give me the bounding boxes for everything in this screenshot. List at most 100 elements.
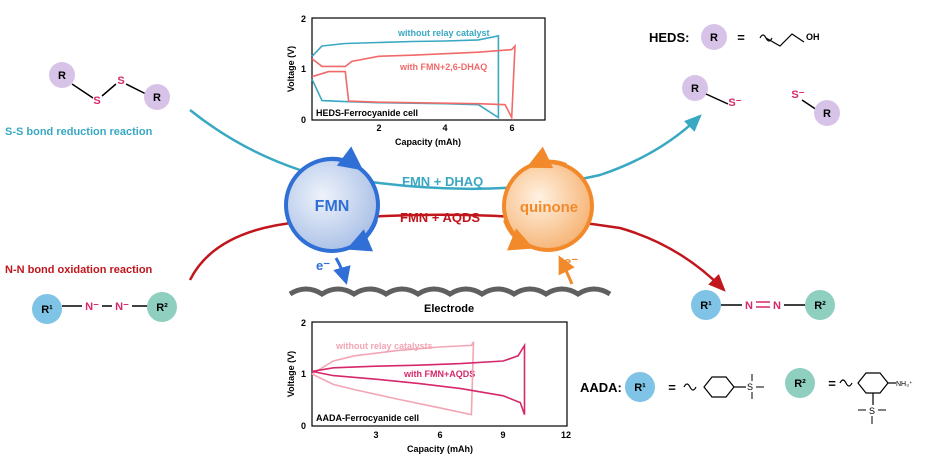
aada-r1-equals: = <box>668 380 676 395</box>
heds-definition: HEDS: R = OH <box>649 24 820 50</box>
aada-r1-sulfonate: S <box>747 382 753 392</box>
fmn-cycle-arrow-top <box>321 146 364 171</box>
heds-ytick-0: 0 <box>301 115 306 125</box>
aada-series-label-with: with FMN+AQDS <box>403 369 475 379</box>
heds-chart-frame <box>311 17 546 121</box>
thiolate-r-label-2: R <box>823 108 831 120</box>
heds-series-line-1 <box>311 43 516 121</box>
heds-ytick-1: 1 <box>301 64 306 74</box>
quinone-electron-transfer: e⁻ <box>558 254 578 285</box>
azo-r1-label: R¹ <box>700 300 712 312</box>
aada-ytick-0: 0 <box>301 421 306 431</box>
fmn-aqds-label: FMN + AQDS <box>400 210 480 225</box>
ss-reaction-label: S-S bond reduction reaction <box>5 126 153 138</box>
aada-xlabel: Capacity (mAh) <box>407 444 473 454</box>
heds-chart: Voltage (V) Capacity (mAh) 0 1 2 2 4 6 H… <box>286 14 546 147</box>
r-node-right <box>144 84 170 110</box>
fmn-label: FMN <box>315 198 350 215</box>
thiolate-r-label-1: R <box>691 83 699 95</box>
thiolate-bond-2 <box>801 99 818 111</box>
heds-xtick-4: 4 <box>442 123 447 133</box>
aada-r2-label: R² <box>794 378 806 390</box>
fmn-catalyst: FMN <box>284 146 380 253</box>
bond-r-s-1 <box>71 83 94 99</box>
r1-node-left-label: R¹ <box>41 304 53 316</box>
aada-r2-node <box>785 368 815 398</box>
heds-xlabel: Capacity (mAh) <box>395 137 461 147</box>
bond-s-s <box>101 83 117 97</box>
n-minus-1: N⁻ <box>85 301 99 313</box>
n-minus-2: N⁻ <box>115 301 129 313</box>
r-node-right-label: R <box>153 92 161 104</box>
quinone-electron-arrow <box>558 255 575 285</box>
azo-r2-node <box>805 290 835 320</box>
quinone-cycle-arrow-top <box>526 146 567 169</box>
red-reaction-arc <box>188 213 726 292</box>
azo-n-2: N <box>773 300 781 312</box>
azo-product: R¹ N N R² <box>691 290 835 320</box>
electrode-wave <box>288 286 612 297</box>
heds-label: HEDS: <box>649 30 689 45</box>
aada-xtick-3: 3 <box>373 430 378 440</box>
heds-oh: OH <box>806 32 820 42</box>
r1-node-left <box>32 294 62 324</box>
aada-r2-nh3: NH₃⁺ <box>896 381 913 388</box>
heds-title: HEDS-Ferrocyanide cell <box>316 108 418 118</box>
fmn-electron-arrow <box>333 257 351 285</box>
r-node-left <box>49 62 75 88</box>
aada-r2-attach <box>839 379 853 387</box>
fmn-dhaq-label: FMN + DHAQ <box>402 174 483 189</box>
aada-r2-benzene <box>857 372 889 394</box>
aada-xtick-9: 9 <box>500 430 505 440</box>
heds-ylabel: Voltage (V) <box>286 46 296 92</box>
aada-r1-node <box>625 372 655 402</box>
heds-series-line-0 <box>311 34 500 119</box>
thiolate-bond-1 <box>705 93 729 105</box>
heds-ytick-2: 2 <box>301 14 306 24</box>
thiolate-r-node-1 <box>682 75 708 101</box>
heds-r-label: R <box>710 32 718 44</box>
r2-node-left-label: R² <box>156 302 168 314</box>
electrode-label: Electrode <box>424 303 474 315</box>
quinone-cycle-arrow-bottom <box>503 219 534 251</box>
aada-xtick-6: 6 <box>437 430 442 440</box>
aada-xtick-12: 12 <box>561 430 571 440</box>
aada-ytick-2: 2 <box>301 318 306 328</box>
thiolate-r-node-2 <box>814 100 840 126</box>
azo-r2-label: R² <box>814 300 826 312</box>
aada-title: AADA-Ferrocyanide cell <box>316 413 419 423</box>
heds-equals: = <box>737 30 745 45</box>
fmn-cycle-arrow-bottom <box>346 219 378 252</box>
heds-series-label-without: without relay catalyst <box>397 28 490 38</box>
heds-xtick-2: 2 <box>376 123 381 133</box>
cyan-reaction-arc <box>189 109 702 191</box>
aada-label: AADA: <box>580 380 622 395</box>
quinone-label: quinone <box>520 199 578 216</box>
bond-s-r-2 <box>125 83 147 95</box>
aada-r1-benzene <box>703 376 735 398</box>
disulfide-molecule: R S S R <box>49 62 170 110</box>
aada-r1-attach <box>683 383 697 391</box>
hydrazine-molecule: R¹ N⁻ N⁻ R² <box>32 292 177 324</box>
aada-r1-label: R¹ <box>634 382 646 394</box>
azo-r1-node <box>691 290 721 320</box>
aada-r2-equals: = <box>828 376 836 391</box>
thiolate-s-1: S⁻ <box>728 97 741 109</box>
heds-xtick-6: 6 <box>509 123 514 133</box>
r2-node-left <box>147 292 177 322</box>
thiolate-products: R S⁻ S⁻ R <box>682 75 840 126</box>
nn-reaction-label: N-N bond oxidation reaction <box>5 264 153 276</box>
aada-series-line-1 <box>311 342 526 415</box>
aada-ytick-1: 1 <box>301 369 306 379</box>
aada-r2-sulfonate: S <box>869 406 875 416</box>
quinone-electron-label: e⁻ <box>564 254 578 269</box>
fmn-electron-transfer: e⁻ <box>316 257 351 285</box>
heds-series-label-with: with FMN+2,6-DHAQ <box>399 62 487 72</box>
heds-chain <box>765 33 805 47</box>
aada-series-line-0 <box>311 341 475 416</box>
r-node-left-label: R <box>58 70 66 82</box>
s-atom-2: S <box>117 75 124 87</box>
aada-series-label-without: without relay catalysts <box>335 341 433 351</box>
heds-r-node <box>701 24 727 50</box>
quinone-catalyst: quinone <box>502 146 594 252</box>
